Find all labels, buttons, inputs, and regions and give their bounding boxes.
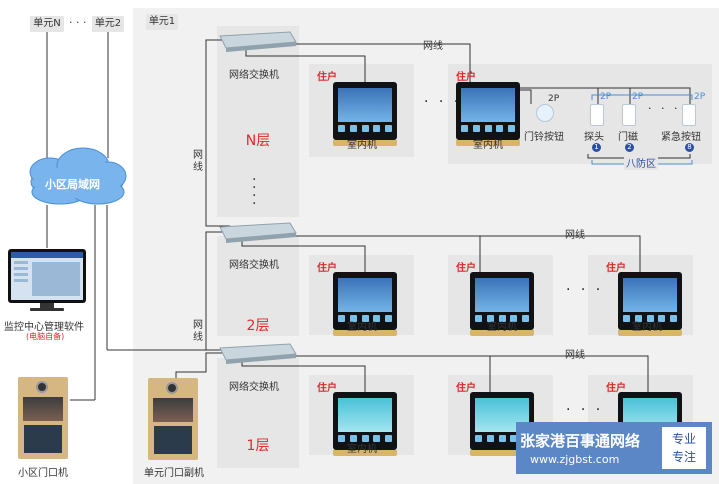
more-dots: · · · xyxy=(566,282,604,298)
door-magnet-icon xyxy=(622,104,636,126)
unit-2-tag: 单元2 xyxy=(92,16,124,32)
banner-title: 张家港百事通网络 xyxy=(520,432,641,450)
resident-tag: 住户 xyxy=(456,72,476,83)
probe-label: 探头 xyxy=(584,132,604,143)
emergency-label: 紧急按钮 xyxy=(661,132,701,143)
banner-badge-line2: 专注 xyxy=(671,450,696,464)
eight-zone-label: 八防区 xyxy=(624,155,658,170)
cable-label: 网线 xyxy=(565,350,585,361)
floor-1-box xyxy=(217,358,299,468)
gate-unit-label: 小区门口机 xyxy=(18,468,68,479)
lan-label: 小区局域网 xyxy=(45,178,100,191)
indoor-unit-label: 室内机 xyxy=(487,322,517,333)
indoor-unit-label: 室内机 xyxy=(632,322,662,333)
gate-unit-device xyxy=(18,377,68,459)
cable-label-vertical: 网线 xyxy=(193,150,203,173)
emergency-button-icon xyxy=(682,104,696,126)
banner-url: www.zjgbst.com xyxy=(530,453,620,466)
indoor-unit-label: 室内机 xyxy=(473,140,503,151)
zone-number: 8 xyxy=(685,143,694,152)
indoor-unit-device xyxy=(470,272,534,336)
probe-icon xyxy=(590,104,604,126)
indoor-unit-device xyxy=(333,82,397,146)
indoor-unit-device xyxy=(456,82,520,146)
floor-n-label: N层 xyxy=(245,133,271,149)
wire-2p-label: 2P xyxy=(600,92,612,102)
monitor-center-label: 监控中心管理软件 xyxy=(4,322,84,333)
floor-continuation-dots: · · · · xyxy=(252,172,257,212)
more-dots: · · · xyxy=(648,102,681,115)
switch-label-n: 网络交换机 xyxy=(229,70,279,81)
switch-device-2 xyxy=(219,222,297,243)
door-magnet-label: 门磁 xyxy=(618,132,638,143)
wire-2p-label: 2P xyxy=(632,92,644,102)
more-dots: · · · xyxy=(566,402,604,418)
switch-device-1 xyxy=(219,343,297,364)
floor-2-label: 2层 xyxy=(246,318,270,334)
floor-1-label: 1层 xyxy=(246,438,270,454)
unit-n-tag: 单元N xyxy=(30,16,64,32)
doorbell-label: 门铃按钮 xyxy=(524,132,564,143)
banner-badge-line1: 专业 xyxy=(671,432,696,446)
cable-label: 网线 xyxy=(423,41,443,52)
unit-1-tag: 单元1 xyxy=(146,14,178,30)
unit-door-label: 单元门口副机 xyxy=(144,468,204,479)
camera-icon xyxy=(166,382,178,394)
keypad xyxy=(24,425,62,453)
floor-2-box xyxy=(217,236,299,336)
resident-tag: 住户 xyxy=(456,263,476,274)
video-screen xyxy=(23,397,63,421)
floor-n-box xyxy=(217,26,299,217)
video-screen xyxy=(153,398,193,422)
switch-label-1: 网络交换机 xyxy=(229,382,279,393)
cable-label-vertical: 网线 xyxy=(193,320,203,343)
indoor-unit-label: 室内机 xyxy=(347,140,377,151)
watermark-banner: 张家港百事通网络 www.zjgbst.com 专业 专注 xyxy=(516,422,712,474)
more-dots: · · · xyxy=(424,94,462,110)
wire-2p-label: 2P xyxy=(548,94,560,104)
unit-dots: · · · xyxy=(69,16,87,29)
resident-tag: 住户 xyxy=(317,72,337,83)
zone-number: 2 xyxy=(625,143,634,152)
switch-device-n xyxy=(219,31,297,52)
indoor-unit-label: 室内机 xyxy=(347,444,377,455)
indoor-unit-device xyxy=(618,272,682,336)
zone-number: 1 xyxy=(592,143,601,152)
camera-icon xyxy=(36,381,48,393)
switch-label-2: 网络交换机 xyxy=(229,260,279,271)
resident-tag: 住户 xyxy=(317,383,337,394)
cable-label: 网线 xyxy=(565,230,585,241)
monitor-center-note: (电脑自备) xyxy=(26,332,65,341)
resident-tag: 住户 xyxy=(606,383,626,394)
banner-badge: 专业 专注 xyxy=(662,427,706,469)
unit-door-device xyxy=(148,378,198,460)
resident-tag: 住户 xyxy=(606,263,626,274)
wire-2p-label: 2P xyxy=(694,92,706,102)
indoor-unit-label: 室内机 xyxy=(347,322,377,333)
indoor-unit-device xyxy=(333,272,397,336)
doorbell-icon xyxy=(536,104,554,122)
resident-tag: 住户 xyxy=(456,383,476,394)
indoor-unit-device xyxy=(333,392,397,456)
keypad xyxy=(154,426,192,454)
monitor-computer xyxy=(8,249,86,311)
resident-tag: 住户 xyxy=(317,263,337,274)
